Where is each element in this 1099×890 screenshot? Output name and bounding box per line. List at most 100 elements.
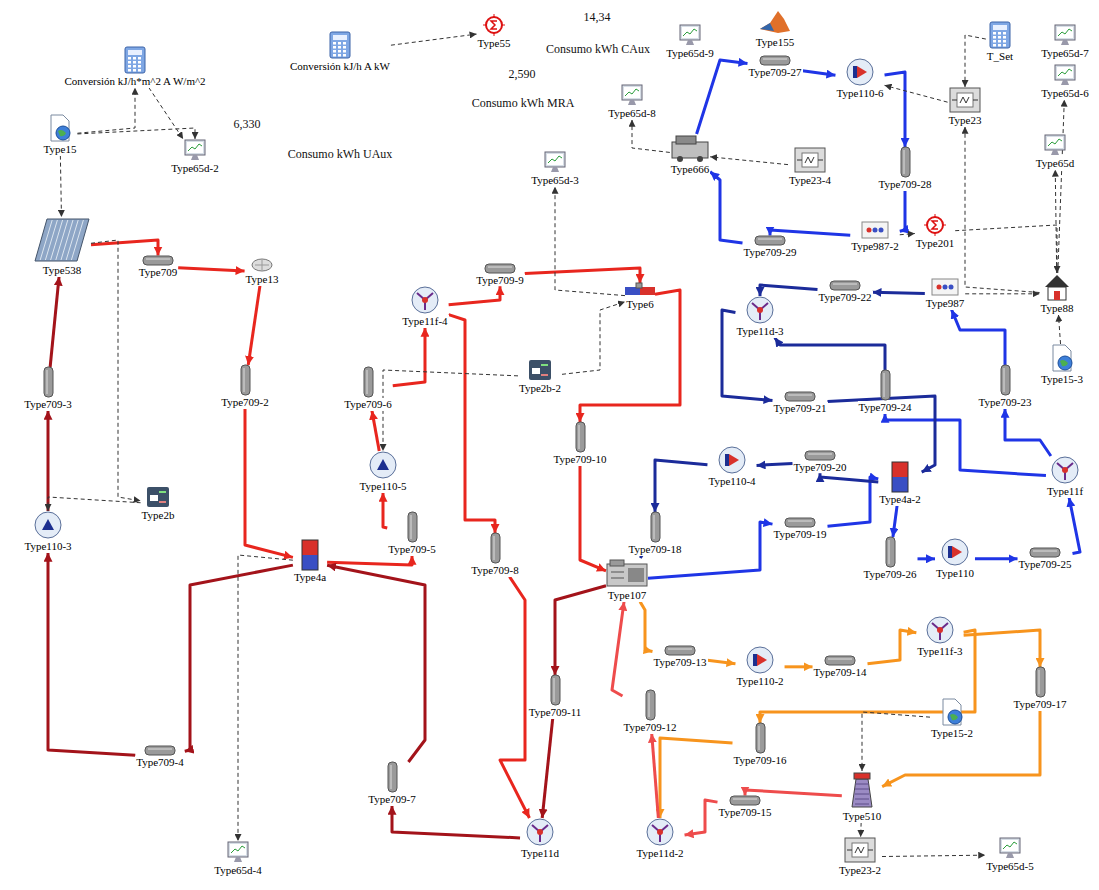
component: Type709-25 xyxy=(1018,548,1073,571)
icon-part xyxy=(808,453,832,454)
component-icon xyxy=(483,14,505,36)
signal-link xyxy=(632,120,670,153)
icon-part xyxy=(998,44,1001,47)
component-icon xyxy=(646,690,655,720)
icon-part xyxy=(760,23,774,31)
icon-part xyxy=(128,65,131,68)
component: Conversión kJ/h*m^2 A W/m^2 xyxy=(63,46,206,88)
icon-part xyxy=(795,148,825,172)
icon-part xyxy=(1060,360,1068,366)
icon-part xyxy=(58,130,66,136)
icon-part xyxy=(993,44,996,47)
component-icon xyxy=(785,518,815,527)
icon-part xyxy=(491,533,500,563)
component: Type709-21 xyxy=(773,392,828,415)
icon-part xyxy=(333,54,336,57)
component-icon xyxy=(1054,24,1076,46)
icon-part xyxy=(491,21,497,29)
component-label: Type709-28 xyxy=(878,178,933,191)
component: Type709 xyxy=(138,256,178,279)
pipe xyxy=(873,292,925,293)
component: Type13 xyxy=(245,258,280,286)
icon-part xyxy=(747,647,773,673)
icon-part xyxy=(576,422,585,452)
icon-part xyxy=(1055,65,1075,80)
icon-part xyxy=(42,519,54,530)
component-label: Type11d-2 xyxy=(635,847,684,860)
component: Type6 xyxy=(625,283,655,311)
component-label: Type709-27 xyxy=(748,66,803,79)
pipe xyxy=(640,556,641,558)
icon-part xyxy=(1058,356,1072,370)
icon-part xyxy=(410,515,411,539)
component: Type65d-2 xyxy=(170,139,220,175)
icon-part xyxy=(343,50,346,53)
component-label: Type709-10 xyxy=(553,453,608,466)
component-icon xyxy=(33,217,91,263)
icon-part xyxy=(932,221,938,229)
component-label: Type709-5 xyxy=(387,543,437,556)
pipe xyxy=(952,310,1005,365)
icon-part xyxy=(553,678,554,702)
component: Type65d-8 xyxy=(607,84,657,120)
icon-part xyxy=(828,658,852,659)
icon-part xyxy=(729,454,739,466)
component: Type709-18 xyxy=(628,512,683,556)
pipe xyxy=(893,506,897,537)
icon-part xyxy=(377,459,389,470)
icon-part xyxy=(1003,44,1006,47)
icon-part xyxy=(625,89,639,96)
component-icon xyxy=(1051,456,1079,484)
pipe xyxy=(327,556,412,565)
icon-part xyxy=(665,646,695,655)
pipe xyxy=(803,71,836,76)
icon-part xyxy=(853,66,857,78)
component-label: Type709-22 xyxy=(818,291,873,304)
icon-part xyxy=(333,46,336,49)
pipe xyxy=(327,565,425,762)
pipe xyxy=(449,315,495,533)
icon-part xyxy=(302,540,318,555)
component-icon xyxy=(989,21,1011,49)
icon-part xyxy=(611,572,624,578)
signal-link xyxy=(391,34,477,45)
component-label: Type110-3 xyxy=(23,540,72,553)
icon-part xyxy=(680,25,700,40)
icon-part xyxy=(855,799,869,800)
component-label: Type65d xyxy=(1035,157,1075,170)
component-label: Type709-25 xyxy=(1018,558,1073,571)
component: Type201 xyxy=(915,214,955,250)
signal-link xyxy=(91,240,141,501)
component-label: Type88 xyxy=(1040,302,1075,315)
icon-part xyxy=(892,462,908,477)
component: Type65d-7 xyxy=(1040,24,1090,60)
component-label: Type65d-3 xyxy=(530,174,580,187)
component: Type709-10 xyxy=(553,422,608,466)
output-value: Consumo kWh UAux xyxy=(287,148,394,162)
component-label: Type110-4 xyxy=(707,475,756,488)
icon-part xyxy=(133,65,136,68)
signal-link xyxy=(710,157,788,165)
pipe xyxy=(640,602,652,652)
icon-part xyxy=(932,623,948,640)
icon-part xyxy=(892,462,908,492)
component: Type709-19 xyxy=(773,518,828,541)
signal-link xyxy=(77,88,135,134)
component-label: Type107 xyxy=(607,589,647,602)
pipe xyxy=(708,660,736,663)
pipe xyxy=(580,466,606,571)
pipe xyxy=(392,806,520,838)
icon-part xyxy=(757,654,767,666)
icon-part xyxy=(881,370,890,400)
icon-part xyxy=(760,11,790,33)
component-label: Type709-20 xyxy=(793,461,848,474)
component-icon xyxy=(621,84,643,106)
icon-part xyxy=(1057,67,1073,78)
icon-part xyxy=(943,285,948,290)
component-label: Type510 xyxy=(842,810,882,823)
component-icon xyxy=(528,359,552,381)
component: Type110 xyxy=(935,538,975,580)
icon-part xyxy=(855,794,869,795)
component-icon xyxy=(1043,273,1071,301)
